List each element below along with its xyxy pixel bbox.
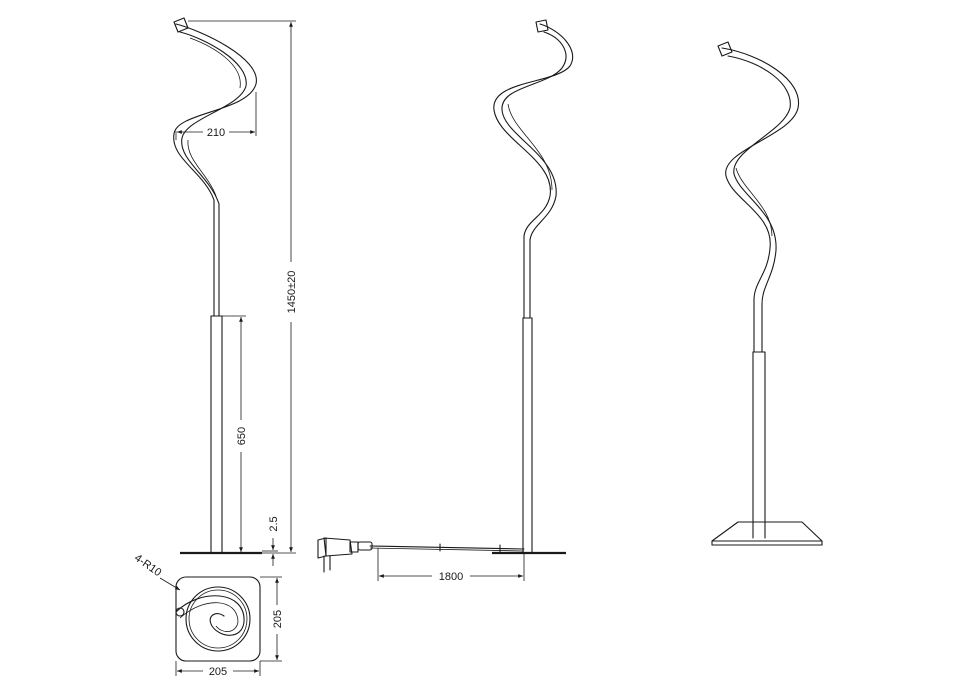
dim-head-width: 210 (207, 127, 225, 139)
dim-base-width: 205 (209, 666, 227, 678)
front-view: 210 1450±20 650 2.5 (173, 17, 298, 566)
spiral-persp-inner (727, 55, 791, 353)
dim-total-height: 1450±20 (286, 271, 298, 314)
spiral-persp-outer (721, 47, 799, 353)
power-plug (317, 537, 359, 573)
spiral-head-inner (179, 31, 247, 317)
dim-cable-length: 1800 (439, 571, 463, 583)
perspective-view (711, 41, 823, 546)
plan-view: 4-R10 205 205 (132, 552, 284, 678)
dim-base-thickness: 2.5 (268, 516, 280, 531)
base-square (175, 576, 261, 662)
dim-corner-radius: 4-R10 (132, 552, 163, 579)
persp-base-plate (711, 521, 823, 542)
power-cable (369, 545, 525, 550)
spiral-side-outer (493, 23, 574, 319)
spiral-head-outer (173, 23, 257, 317)
dim-lower-tube: 650 (236, 427, 248, 445)
dim-base-depth: 205 (272, 610, 284, 628)
spiral-side-inner (501, 31, 567, 319)
spiral-plan (175, 595, 245, 636)
side-view: 1800 (317, 19, 574, 583)
